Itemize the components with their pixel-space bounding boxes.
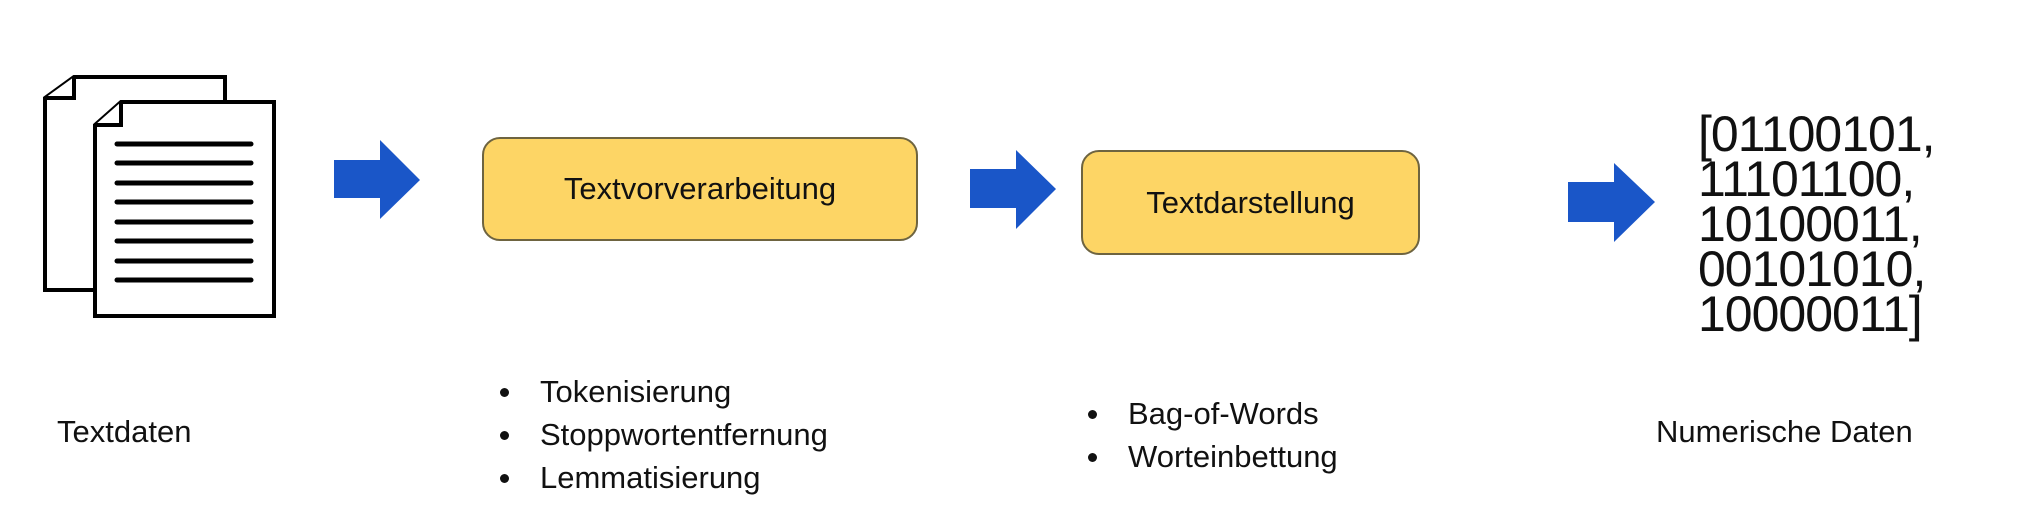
documents-icon (43, 75, 276, 318)
arrow-right-icon (970, 150, 1056, 229)
step-representation-box: Textdarstellung (1081, 150, 1420, 255)
arrow-right-icon (334, 140, 420, 219)
list-item: Lemmatisierung (492, 456, 828, 499)
binary-line: [01100101, (1698, 106, 1936, 162)
list-item: Bag-of-Words (1080, 392, 1338, 435)
preprocessing-list: Tokenisierung Stoppwortentfernung Lemmat… (492, 370, 828, 499)
arrow-right-icon (1568, 163, 1655, 242)
step-preprocessing-box: Textvorverarbeitung (482, 137, 918, 241)
binary-line: 00101010, (1698, 241, 1926, 297)
step-preprocessing-title: Textvorverarbeitung (563, 171, 837, 206)
source-label: Textdaten (57, 414, 192, 449)
binary-output: [01100101,11101100,10100011,00101010,100… (1698, 106, 1936, 342)
step-representation-title: Textdarstellung (1146, 184, 1355, 220)
list-item: Stoppwortentfernung (492, 413, 828, 456)
list-item: Worteinbettung (1080, 435, 1338, 478)
binary-line: 10000011] (1698, 286, 1923, 342)
representation-list: Bag-of-Words Worteinbettung (1080, 392, 1338, 478)
output-label: Numerische Daten (1656, 414, 1913, 449)
binary-line: 10100011, (1698, 196, 1923, 252)
binary-line: 11101100, (1698, 151, 1915, 207)
list-item: Tokenisierung (492, 370, 828, 413)
